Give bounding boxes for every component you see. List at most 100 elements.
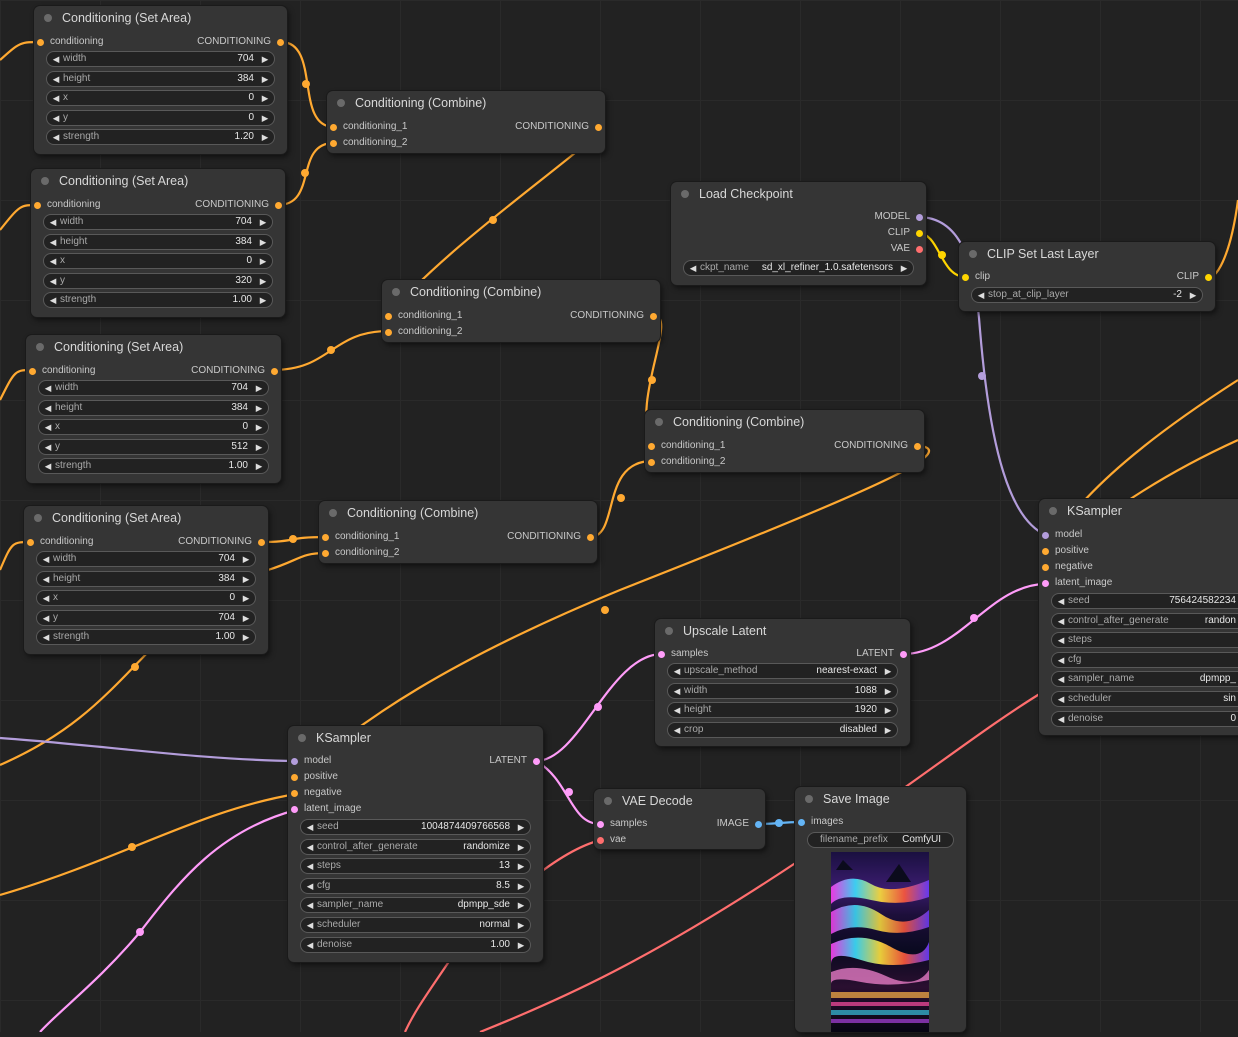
- node-title[interactable]: Conditioning (Combine): [319, 501, 597, 525]
- output-pin-icon[interactable]: [916, 245, 923, 253]
- vae-output[interactable]: VAE: [891, 242, 926, 256]
- conditioning-output[interactable]: CONDITIONING: [195, 198, 285, 212]
- output-pin-icon[interactable]: [916, 213, 923, 221]
- input-pin-icon[interactable]: [798, 818, 805, 826]
- conditioning-input[interactable]: conditioning: [34, 35, 103, 49]
- conditioning-2-input[interactable]: conditioning_2: [319, 546, 400, 560]
- decrement-arrow-icon[interactable]: ◀: [52, 54, 60, 64]
- negative-input[interactable]: negative: [1039, 560, 1093, 574]
- decrement-arrow-icon[interactable]: ◀: [977, 290, 985, 300]
- link-midpoint-icon[interactable]: [136, 928, 144, 936]
- increment-arrow-icon[interactable]: ▶: [261, 93, 269, 104]
- decrement-arrow-icon[interactable]: ◀: [673, 685, 681, 696]
- input-pin-icon[interactable]: [29, 367, 36, 375]
- node-title[interactable]: Conditioning (Set Area): [26, 335, 281, 359]
- link-midpoint-icon[interactable]: [775, 819, 783, 827]
- conditioning-1-input[interactable]: conditioning_1: [327, 120, 408, 134]
- input-pin-icon[interactable]: [648, 442, 655, 450]
- decrement-arrow-icon[interactable]: ◀: [52, 132, 60, 143]
- increment-arrow-icon[interactable]: ▶: [517, 900, 525, 911]
- clip-output[interactable]: CLIP: [888, 226, 926, 240]
- increment-arrow-icon[interactable]: ▶: [259, 275, 267, 286]
- clip-output[interactable]: CLIP: [1177, 270, 1215, 284]
- increment-arrow-icon[interactable]: ▶: [261, 112, 269, 123]
- decrement-arrow-icon[interactable]: ◀: [1057, 615, 1065, 626]
- steps-widget[interactable]: ◀steps: [1051, 632, 1238, 649]
- input-pin-icon[interactable]: [322, 533, 329, 541]
- conditioning-output[interactable]: CONDITIONING: [507, 530, 597, 544]
- increment-arrow-icon[interactable]: ▶: [517, 861, 525, 872]
- decrement-arrow-icon[interactable]: ◀: [44, 422, 52, 433]
- node-title[interactable]: Upscale Latent: [655, 619, 910, 643]
- output-pin-icon[interactable]: [271, 367, 278, 375]
- decrement-arrow-icon[interactable]: ◀: [1057, 713, 1065, 724]
- node-title[interactable]: KSampler: [288, 726, 543, 750]
- increment-arrow-icon[interactable]: ▶: [255, 461, 263, 472]
- input-pin-icon[interactable]: [385, 328, 392, 336]
- output-pin-icon[interactable]: [587, 533, 594, 541]
- positive-input[interactable]: positive: [1039, 544, 1089, 558]
- increment-arrow-icon[interactable]: ▶: [517, 841, 525, 852]
- latent-output[interactable]: LATENT: [856, 647, 910, 661]
- increment-arrow-icon[interactable]: ▶: [242, 612, 250, 623]
- link-midpoint-icon[interactable]: [489, 216, 497, 224]
- collapse-dot-icon[interactable]: [41, 177, 49, 185]
- input-pin-icon[interactable]: [648, 458, 655, 466]
- output-pin-icon[interactable]: [277, 38, 284, 46]
- input-pin-icon[interactable]: [34, 201, 41, 209]
- decrement-arrow-icon[interactable]: ◀: [44, 461, 52, 472]
- input-pin-icon[interactable]: [291, 789, 298, 797]
- positive-input[interactable]: positive: [288, 770, 338, 784]
- node-title[interactable]: Conditioning (Combine): [382, 280, 660, 304]
- cfg-widget[interactable]: ◀cfg: [1051, 651, 1238, 668]
- collapse-dot-icon[interactable]: [329, 509, 337, 517]
- collapse-dot-icon[interactable]: [655, 418, 663, 426]
- link-midpoint-icon[interactable]: [131, 663, 139, 671]
- collapse-dot-icon[interactable]: [805, 795, 813, 803]
- node-title[interactable]: CLIP Set Last Layer: [959, 242, 1215, 266]
- link-midpoint-icon[interactable]: [301, 169, 309, 177]
- stop-at-clip-layer-widget[interactable]: ◀stop_at_clip_layer-2▶: [971, 287, 1203, 303]
- collapse-dot-icon[interactable]: [36, 343, 44, 351]
- increment-arrow-icon[interactable]: ▶: [255, 402, 263, 413]
- node-title[interactable]: Conditioning (Combine): [327, 91, 605, 115]
- conditioning-output[interactable]: CONDITIONING: [197, 35, 287, 49]
- decrement-arrow-icon[interactable]: ◀: [42, 632, 50, 643]
- output-pin-icon[interactable]: [1205, 273, 1212, 281]
- input-pin-icon[interactable]: [291, 805, 298, 813]
- image-output[interactable]: IMAGE: [717, 817, 765, 831]
- increment-arrow-icon[interactable]: ▶: [517, 920, 525, 930]
- increment-arrow-icon[interactable]: ▶: [261, 54, 269, 64]
- increment-arrow-icon[interactable]: ▶: [884, 666, 892, 676]
- conditioning-input[interactable]: conditioning: [26, 364, 95, 378]
- latent-image-input[interactable]: latent_image: [288, 802, 361, 816]
- link-midpoint-icon[interactable]: [128, 843, 136, 851]
- increment-arrow-icon[interactable]: ▶: [259, 256, 267, 267]
- increment-arrow-icon[interactable]: ▶: [242, 593, 250, 604]
- decrement-arrow-icon[interactable]: ◀: [44, 441, 52, 452]
